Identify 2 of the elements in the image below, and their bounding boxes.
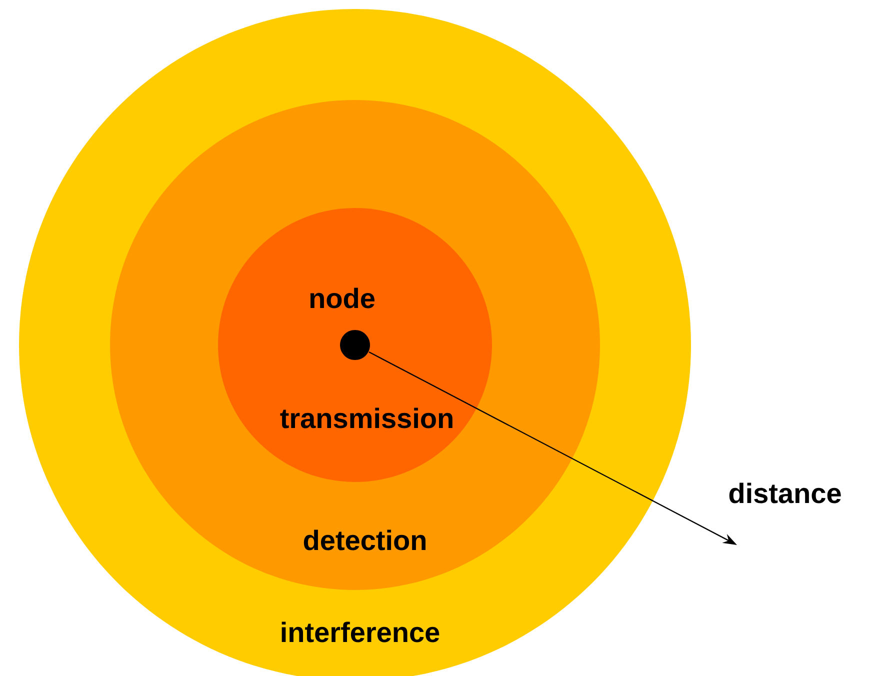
node-label: node bbox=[310, 288, 375, 308]
distance-label: distance bbox=[729, 482, 841, 504]
